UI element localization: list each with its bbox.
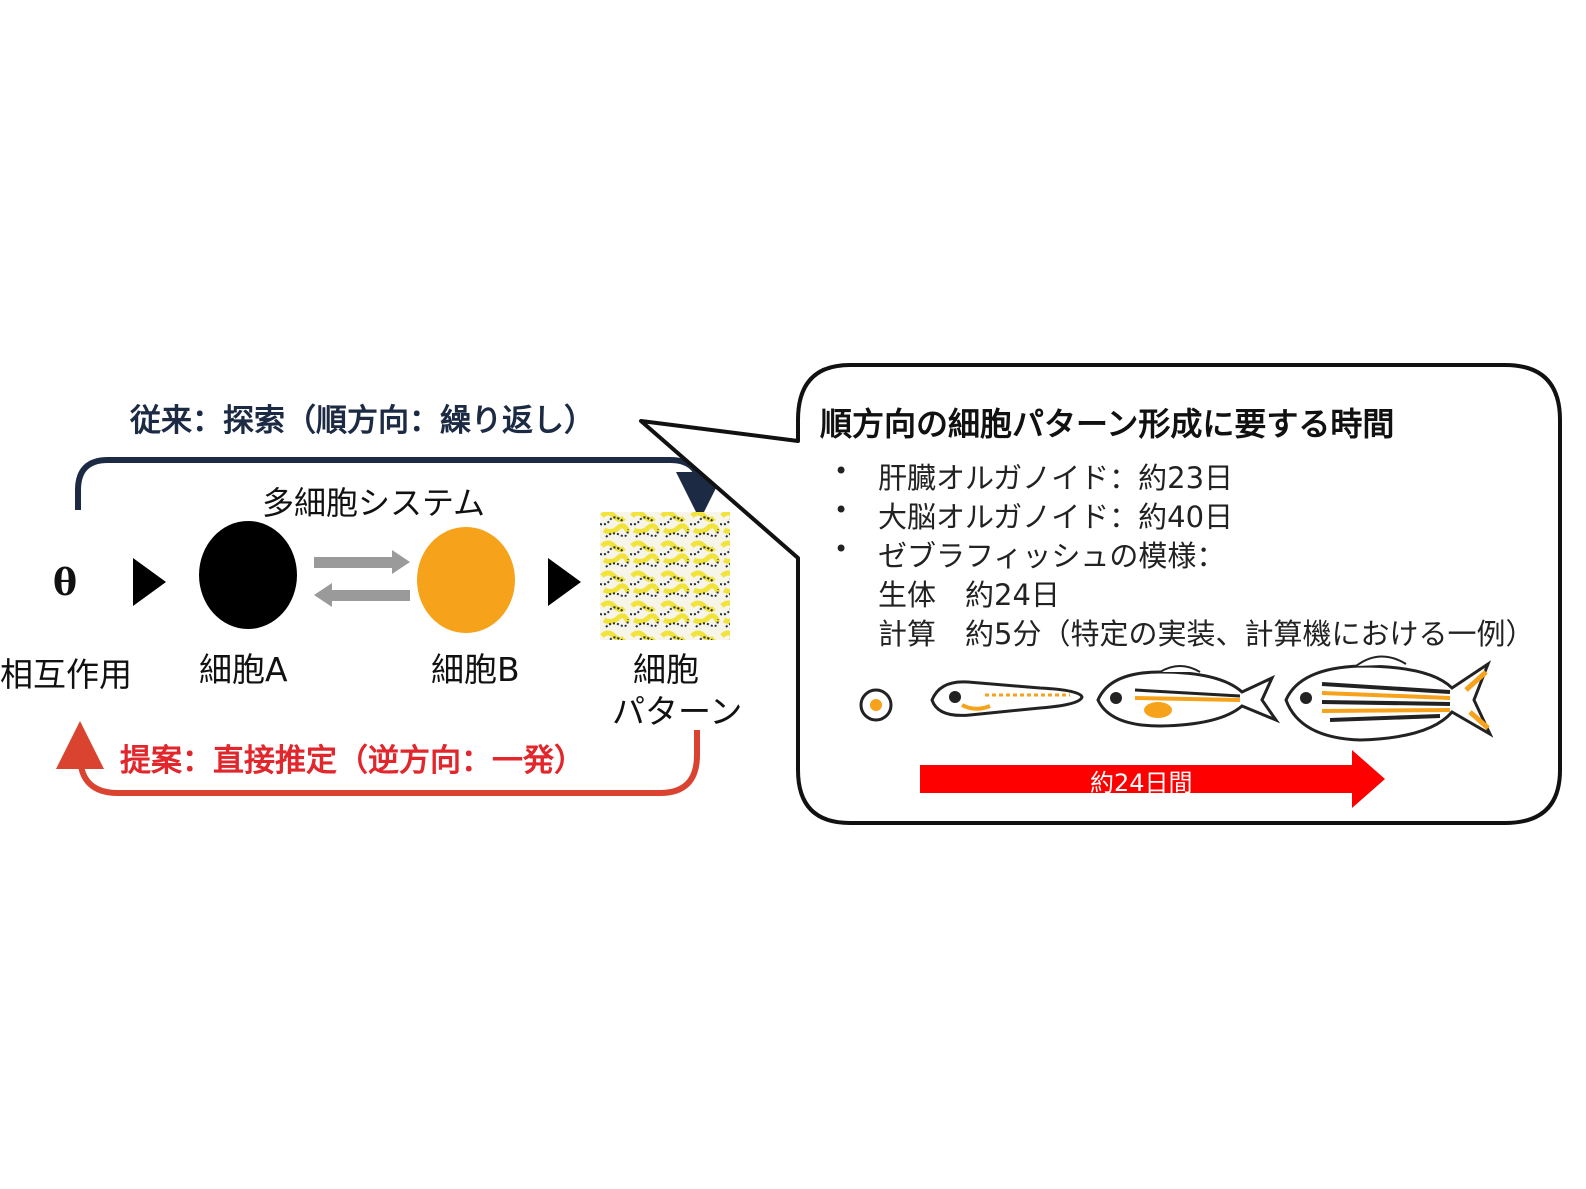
bullet-1: • xyxy=(834,457,849,485)
multicellular-system-label: 多細胞システム xyxy=(262,484,486,522)
liver-organoid-item: 肝臓オルガノイド：約23日 xyxy=(878,461,1234,495)
inverse-estimation-label: 提案：直接推定（逆方向：一発） xyxy=(120,743,585,779)
cell-a-label: 細胞A xyxy=(199,650,288,689)
bullet-3: • xyxy=(834,535,849,563)
inverse-estimation-arrow xyxy=(56,721,700,796)
theta-symbol: θ xyxy=(53,562,78,604)
forward-search-label: 従来：探索（順方向：繰り返し） xyxy=(130,403,595,439)
in-vivo-time: 生体 約24日 xyxy=(878,578,1060,612)
bullet-2: • xyxy=(834,496,849,524)
exchange-arrows xyxy=(314,550,410,607)
interaction-label: 相互作用 xyxy=(0,655,132,694)
cell-pattern-label-line2: パターン xyxy=(612,692,743,731)
juvenile-fish-icon xyxy=(1096,665,1281,728)
bubble-title: 順方向の細胞パターン形成に要する時間 xyxy=(820,405,1395,443)
timeline-label: 約24日間 xyxy=(1090,769,1193,797)
theta-to-cell-arrow xyxy=(133,558,166,606)
larva-fish-icon xyxy=(930,680,1084,717)
brain-organoid-item: 大脳オルガノイド：約40日 xyxy=(878,500,1234,534)
cell-to-pattern-arrow xyxy=(548,558,581,606)
adult-fish-icon xyxy=(1284,655,1494,742)
timeline-arrow xyxy=(920,750,1385,808)
cell-pattern-image xyxy=(600,512,730,640)
computation-time: 計算 約5分（特定の実装、計算機における一例） xyxy=(878,617,1535,651)
fertilized-egg-icon xyxy=(859,688,893,722)
cell-pattern-label-line1: 細胞 xyxy=(633,650,699,689)
zebrafish-item: ゼブラフィッシュの模様： xyxy=(878,539,1226,573)
forward-search-arrow xyxy=(75,457,724,520)
cell-b-label: 細胞B xyxy=(431,650,520,689)
cell-b-circle xyxy=(417,527,515,633)
cell-a-circle xyxy=(199,521,297,629)
